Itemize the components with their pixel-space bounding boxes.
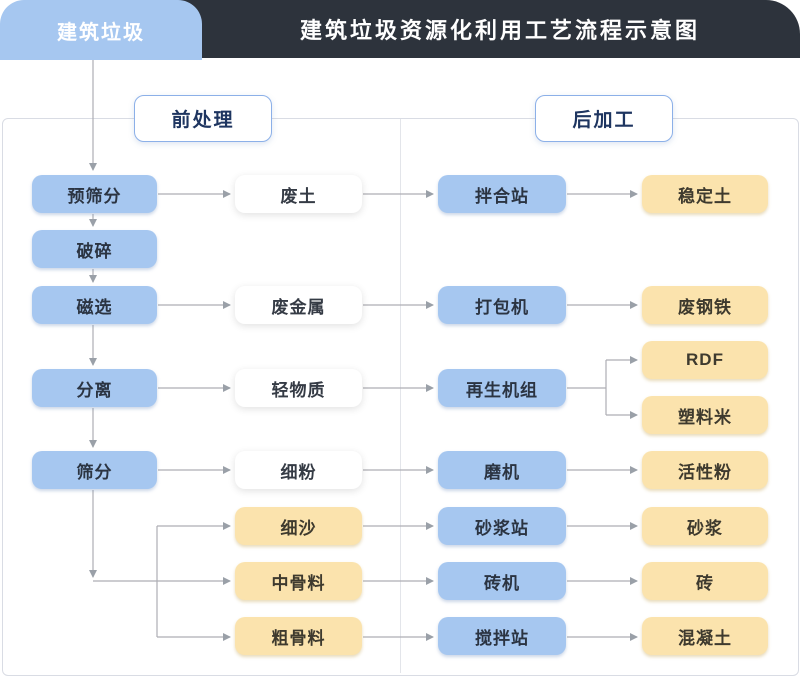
- node-brick-machine: 砖机: [438, 562, 566, 600]
- node-baler: 打包机: [438, 286, 566, 324]
- node-magnetic-separation: 磁选: [32, 286, 157, 324]
- node-regeneration-unit: 再生机组: [438, 369, 566, 407]
- node-pre-screening: 预筛分: [32, 175, 157, 213]
- section-header-pre-processing: 前处理: [134, 95, 272, 142]
- node-fine-sand: 细沙: [235, 507, 362, 545]
- node-waste-soil: 废土: [235, 175, 362, 213]
- node-active-powder: 活性粉: [642, 451, 768, 489]
- page-title: 建筑垃圾资源化利用工艺流程示意图: [299, 18, 700, 43]
- node-rdf: RDF: [642, 341, 768, 379]
- node-fine-powder: 细粉: [235, 451, 362, 489]
- source-tab-construction-waste: 建筑垃圾: [0, 0, 202, 60]
- node-waste-metal: 废金属: [235, 286, 362, 324]
- node-concrete: 混凝土: [642, 617, 768, 655]
- node-mortar-plant: 砂浆站: [438, 507, 566, 545]
- node-plastic-pellets: 塑料米: [642, 396, 768, 434]
- node-scrap-steel: 废钢铁: [642, 286, 768, 324]
- node-mixing-plant: 拌合站: [438, 175, 566, 213]
- node-light-material: 轻物质: [235, 369, 362, 407]
- node-separation: 分离: [32, 369, 157, 407]
- section-divider-line: [400, 119, 401, 673]
- node-medium-aggregate: 中骨料: [235, 562, 362, 600]
- node-coarse-aggregate: 粗骨料: [235, 617, 362, 655]
- node-concrete-mixing-plant: 搅拌站: [438, 617, 566, 655]
- node-mortar: 砂浆: [642, 507, 768, 545]
- node-mill: 磨机: [438, 451, 566, 489]
- node-crushing: 破碎: [32, 230, 157, 268]
- node-screening: 筛分: [32, 451, 157, 489]
- section-header-post-processing: 后加工: [535, 95, 673, 142]
- node-stabilized-soil: 稳定土: [642, 175, 768, 213]
- node-brick: 砖: [642, 562, 768, 600]
